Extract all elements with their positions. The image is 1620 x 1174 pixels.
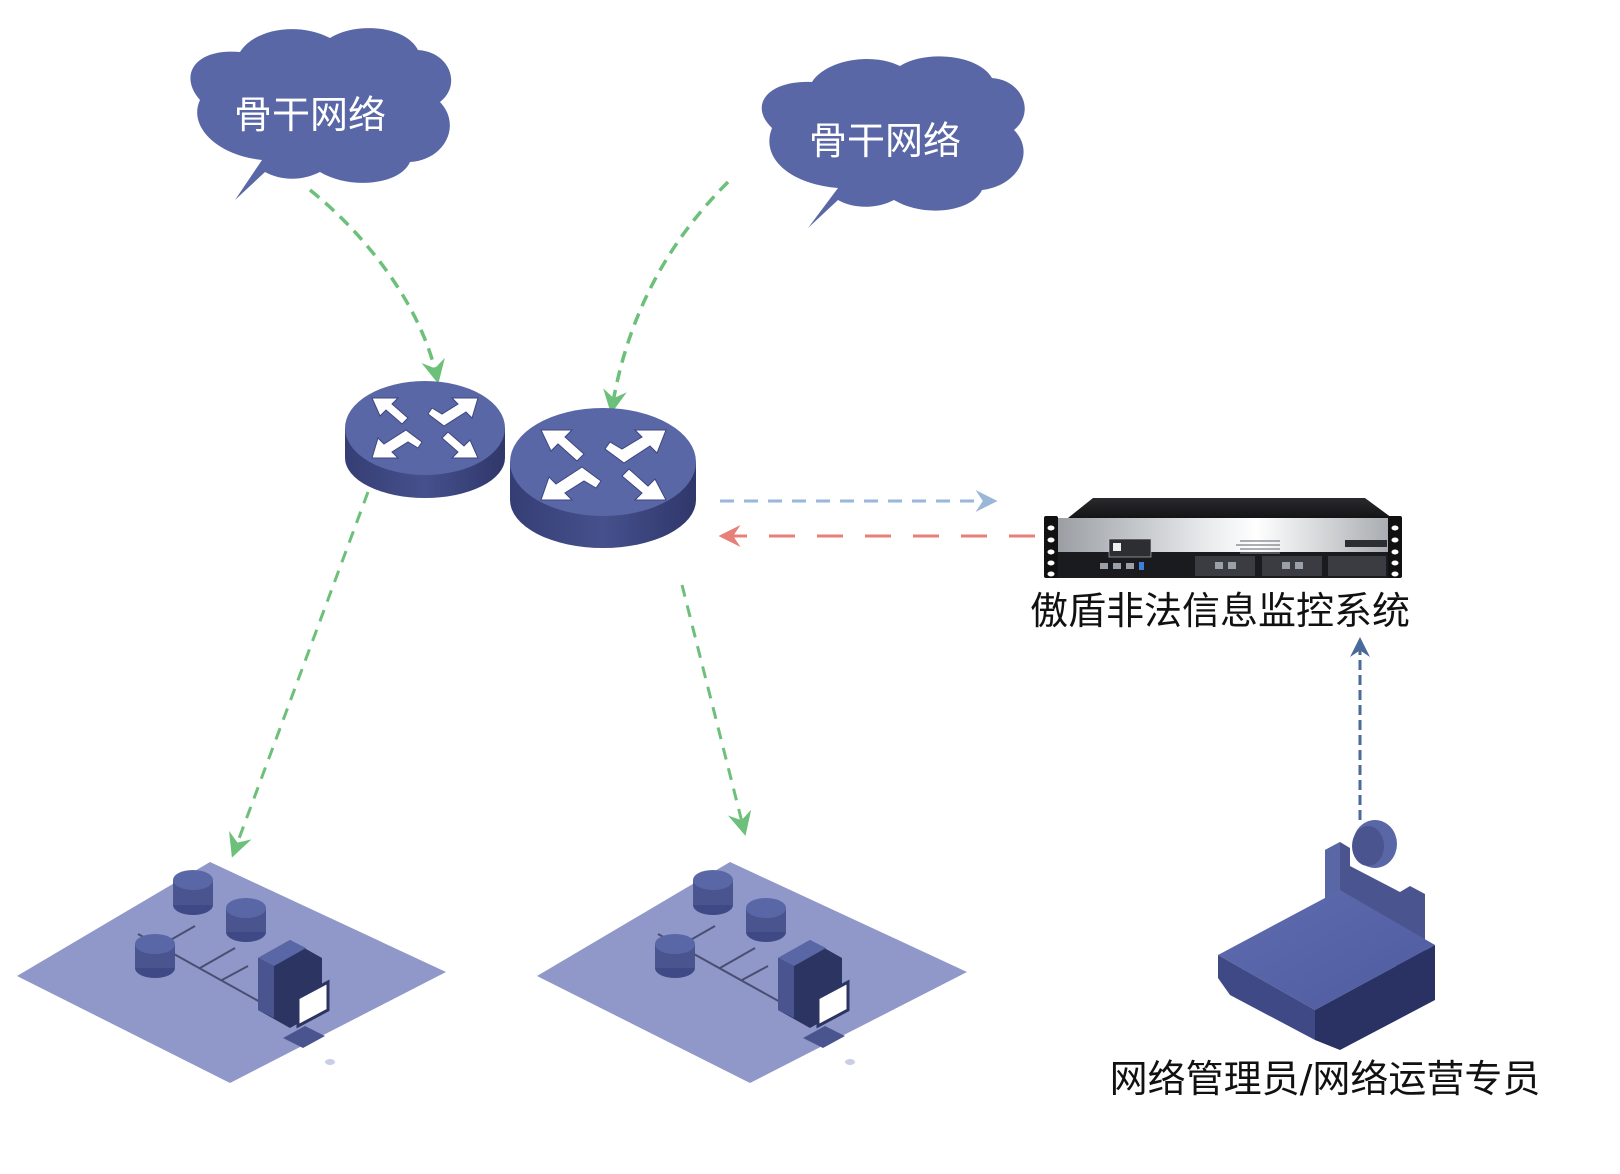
router-icon: [540, 429, 667, 501]
cloud-shape: [190, 28, 452, 200]
router-2: [510, 408, 696, 548]
computer-icon: [778, 940, 855, 1065]
database-icon: [693, 870, 733, 915]
rack-server-icon: [1044, 498, 1402, 578]
link-router1-lan1: [229, 491, 370, 858]
admin-label: 网络管理员/网络运营专员: [1110, 1057, 1541, 1101]
lan-segment-icon: [537, 862, 967, 1083]
router-top: [345, 381, 505, 475]
lan-segment-1: [17, 862, 446, 1083]
monitor-appliance: 傲盾非法信息监控系统: [1030, 498, 1410, 633]
link-cloud1-router1: [308, 188, 445, 384]
computer-icon: [258, 940, 335, 1065]
database-icon: [655, 934, 695, 978]
admin-workstation-icon: [1218, 820, 1435, 1050]
appliance-label: 傲盾非法信息监控系统: [1030, 589, 1410, 633]
link-cloud2-router2: [603, 180, 730, 414]
router-1: [345, 381, 505, 498]
database-icon: [173, 870, 213, 915]
database-icon: [746, 898, 786, 942]
cloud-label: 骨干网络: [809, 119, 961, 163]
router-icon: [371, 397, 479, 459]
cloud-shape: [761, 56, 1025, 229]
lan-segment-2: [537, 862, 967, 1083]
backbone-cloud-1: 骨干网络: [190, 28, 452, 200]
cloud-label: 骨干网络: [234, 93, 386, 137]
lan-segment-icon: [17, 862, 446, 1083]
database-icon: [226, 898, 266, 942]
database-icon: [135, 934, 175, 978]
link-router2-lan2: [680, 584, 752, 836]
router-top: [510, 408, 696, 516]
network-admin: 网络管理员/网络运营专员: [1110, 820, 1541, 1101]
backbone-cloud-2: 骨干网络: [761, 56, 1025, 229]
